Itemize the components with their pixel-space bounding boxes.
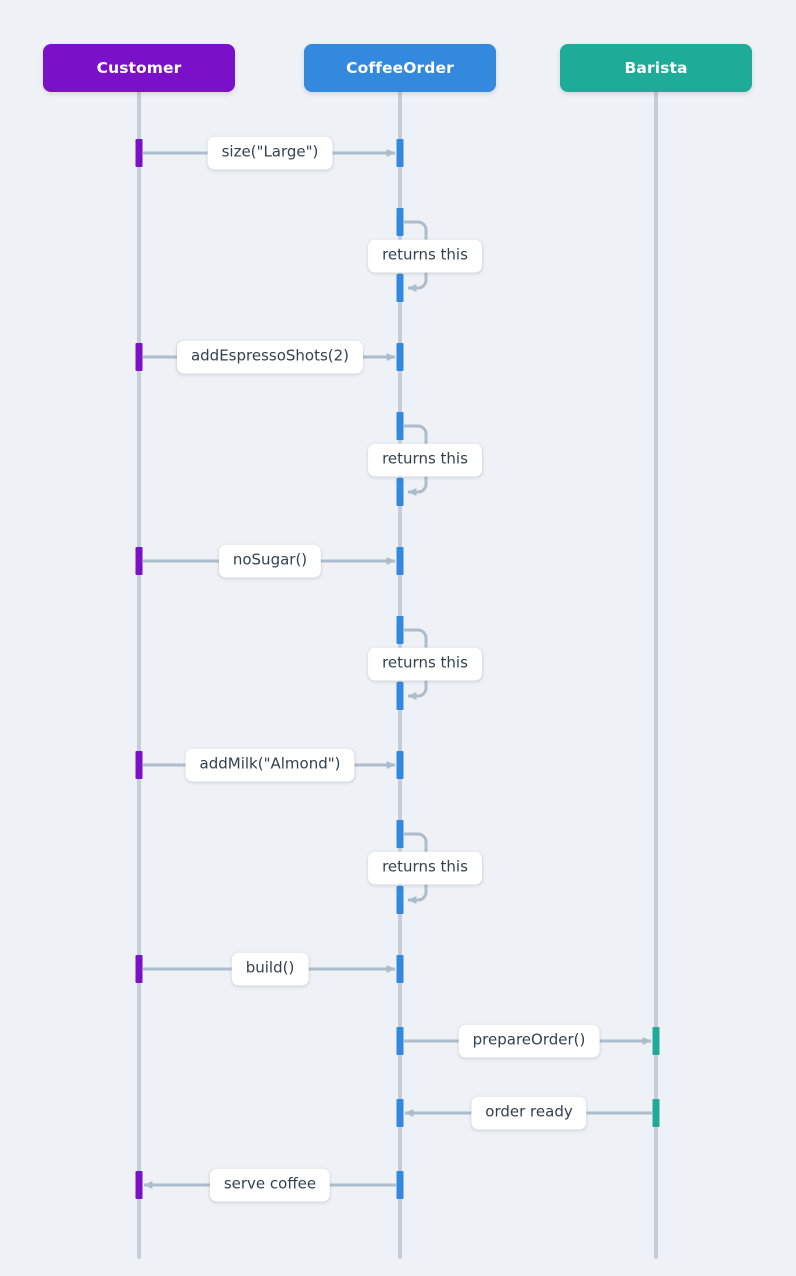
participant-label: CoffeeOrder [346,59,454,77]
activation-bar-coffeeorder [396,343,404,371]
activation-bar-coffeeorder [396,820,404,848]
message-label: returns this [368,443,482,477]
activation-bar-coffeeorder [396,139,404,167]
message-label: prepareOrder() [458,1024,600,1058]
activation-bar-barista [652,1027,660,1055]
activation-bar-coffeeorder [396,412,404,440]
message-label: returns this [368,851,482,885]
participant-customer[interactable]: Customer [43,44,235,92]
activation-bar-coffeeorder [396,751,404,779]
activation-bar-customer [135,547,143,575]
activation-bar-coffeeorder [396,616,404,644]
activation-bar-coffeeorder [396,1099,404,1127]
activation-bar-coffeeorder [396,682,404,710]
activation-bar-coffeeorder [396,1027,404,1055]
message-label: size("Large") [207,136,333,170]
activation-bar-customer [135,139,143,167]
message-label: returns this [368,647,482,681]
participant-barista[interactable]: Barista [560,44,752,92]
participant-label: Barista [624,59,688,77]
message-label: build() [231,952,309,986]
activation-bar-customer [135,1171,143,1199]
message-label: addMilk("Almond") [185,748,355,782]
activation-bar-coffeeorder [396,274,404,302]
message-label: addEspressoShots(2) [176,340,364,374]
activation-bar-customer [135,751,143,779]
activation-bar-barista [652,1099,660,1127]
activation-bar-coffeeorder [396,478,404,506]
message-label: returns this [368,239,482,273]
participant-coffeeorder[interactable]: CoffeeOrder [304,44,496,92]
message-label: noSugar() [218,544,322,578]
activation-bar-coffeeorder [396,547,404,575]
activation-bar-coffeeorder [396,955,404,983]
activation-bar-customer [135,343,143,371]
activation-bar-coffeeorder [396,1171,404,1199]
message-label: order ready [471,1096,587,1130]
participant-label: Customer [96,59,182,77]
activation-bar-coffeeorder [396,886,404,914]
activation-bar-customer [135,955,143,983]
activation-bar-coffeeorder [396,208,404,236]
message-label: serve coffee [209,1168,331,1202]
